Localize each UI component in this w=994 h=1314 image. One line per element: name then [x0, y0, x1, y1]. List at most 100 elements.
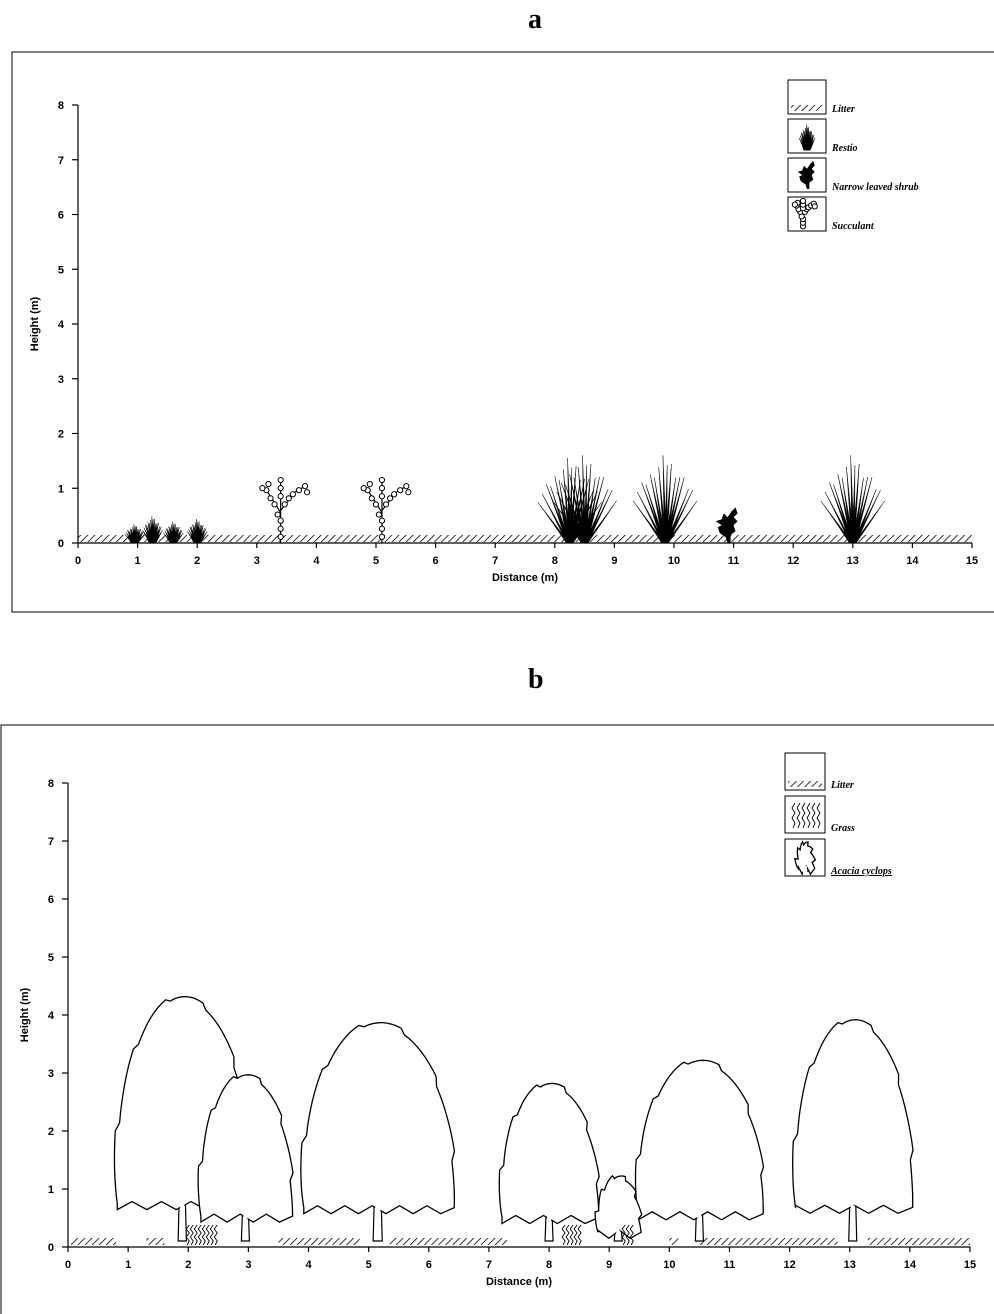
acacia-cyclops-tree	[197, 1074, 294, 1242]
y-tick-label: 4	[48, 1010, 55, 1022]
y-tick-label: 3	[58, 374, 64, 386]
x-tick-label: 8	[552, 555, 558, 567]
x-tick-label: 7	[492, 555, 498, 567]
legend-item: Succulant	[787, 196, 875, 232]
x-tick-label: 1	[135, 555, 141, 567]
acacia-cyclops-tree	[792, 1019, 914, 1242]
y-tick-label: 5	[48, 952, 54, 964]
legend-item: Acacia cyclops	[784, 838, 892, 877]
acacia-cyclops-tree	[594, 1174, 643, 1242]
legend-item: Litter	[784, 752, 854, 791]
restio-plant	[632, 455, 698, 544]
litter-strip	[78, 535, 972, 542]
x-tick-label: 0	[65, 1259, 71, 1271]
panel-a-frame	[11, 51, 994, 613]
acacia-cyclops-tree	[113, 995, 251, 1242]
x-tick-label: 13	[844, 1259, 856, 1271]
restio-plant	[820, 455, 885, 544]
y-tick-label: 0	[48, 1242, 54, 1254]
x-tick-label: 4	[313, 555, 320, 567]
x-tick-label: 9	[606, 1259, 612, 1271]
legend-label: Grass	[831, 823, 855, 834]
x-tick-label: 4	[305, 1259, 312, 1271]
x-tick-label: 12	[783, 1259, 795, 1271]
narrow-leaved-shrub-plant	[797, 161, 815, 189]
y-tick-label: 7	[48, 836, 54, 848]
restio-plant	[798, 124, 816, 151]
succulant-plant	[259, 476, 311, 543]
legend-label: Litter	[830, 780, 854, 791]
x-tick-label: 5	[366, 1259, 372, 1271]
y-tick-label: 8	[58, 100, 64, 112]
y-tick-label: 1	[48, 1184, 54, 1196]
acacia-cyclops-tree	[300, 1021, 456, 1242]
legend-label: Succulant	[832, 221, 875, 232]
x-tick-label: 14	[906, 555, 919, 567]
x-tick-label: 10	[663, 1259, 675, 1271]
restio-plant	[142, 516, 163, 544]
legend-item: Litter	[787, 79, 855, 115]
x-tick-label: 15	[966, 555, 978, 567]
succulant-plant	[791, 197, 818, 230]
x-tick-label: 6	[426, 1259, 432, 1271]
y-tick-label: 5	[58, 264, 64, 276]
x-tick-label: 12	[787, 555, 799, 567]
x-tick-label: 6	[433, 555, 439, 567]
x-tick-label: 2	[185, 1259, 191, 1271]
litter-strip	[389, 1238, 507, 1245]
litter-strip	[278, 1238, 360, 1245]
x-tick-label: 0	[75, 555, 81, 567]
grass-patch	[561, 1224, 582, 1246]
x-tick-label: 7	[486, 1259, 492, 1271]
litter-strip	[71, 1238, 117, 1245]
y-tick-label: 3	[48, 1068, 54, 1080]
x-tick-label: 3	[245, 1259, 251, 1271]
panel-b-frame	[0, 724, 994, 1314]
panel-a-letter: a	[528, 4, 542, 35]
y-tick-label: 4	[58, 319, 65, 331]
x-tick-label: 13	[847, 555, 859, 567]
x-tick-label: 8	[546, 1259, 552, 1271]
succulant-plant	[360, 476, 412, 543]
x-axis-title: Distance (m)	[486, 1276, 552, 1288]
legend-item: Restio	[787, 118, 858, 154]
legend-item: Narrow leaved shrub	[787, 157, 919, 193]
x-tick-label: 5	[373, 555, 379, 567]
x-tick-label: 3	[254, 555, 260, 567]
restio-plant	[124, 524, 145, 544]
narrow-leaved-shrub-plant	[715, 507, 738, 543]
legend-label: Litter	[831, 104, 855, 115]
legend-item: Grass	[784, 795, 855, 834]
grass-patch	[621, 1224, 634, 1246]
y-axis-title: Height (m)	[29, 296, 41, 351]
x-tick-label: 14	[904, 1259, 917, 1271]
y-tick-label: 6	[48, 894, 54, 906]
litter-strip	[696, 1238, 838, 1245]
y-tick-label: 1	[58, 483, 64, 495]
acacia-cyclops-tree	[634, 1059, 765, 1242]
x-tick-label: 2	[194, 555, 200, 567]
x-tick-label: 9	[611, 555, 617, 567]
grass-patch	[185, 1224, 218, 1246]
y-tick-label: 8	[48, 778, 54, 790]
litter-strip	[146, 1238, 165, 1245]
litter-strip	[669, 1238, 679, 1245]
acacia-cyclops-tree	[498, 1082, 600, 1242]
y-tick-label: 6	[58, 210, 64, 222]
litter-strip	[867, 1238, 970, 1245]
x-tick-label: 11	[728, 555, 740, 567]
restio-plant	[187, 519, 208, 544]
x-tick-label: 10	[668, 555, 680, 567]
x-tick-label: 15	[964, 1259, 976, 1271]
legend-label: Narrow leaved shrub	[831, 182, 919, 193]
x-tick-label: 1	[125, 1259, 131, 1271]
legend-label: Restio	[831, 143, 858, 154]
legend-label: Acacia cyclops	[830, 866, 892, 877]
y-tick-label: 2	[58, 429, 64, 441]
x-tick-label: 11	[724, 1259, 736, 1271]
y-tick-label: 2	[48, 1126, 54, 1138]
acacia-cyclops-tree	[793, 840, 817, 876]
